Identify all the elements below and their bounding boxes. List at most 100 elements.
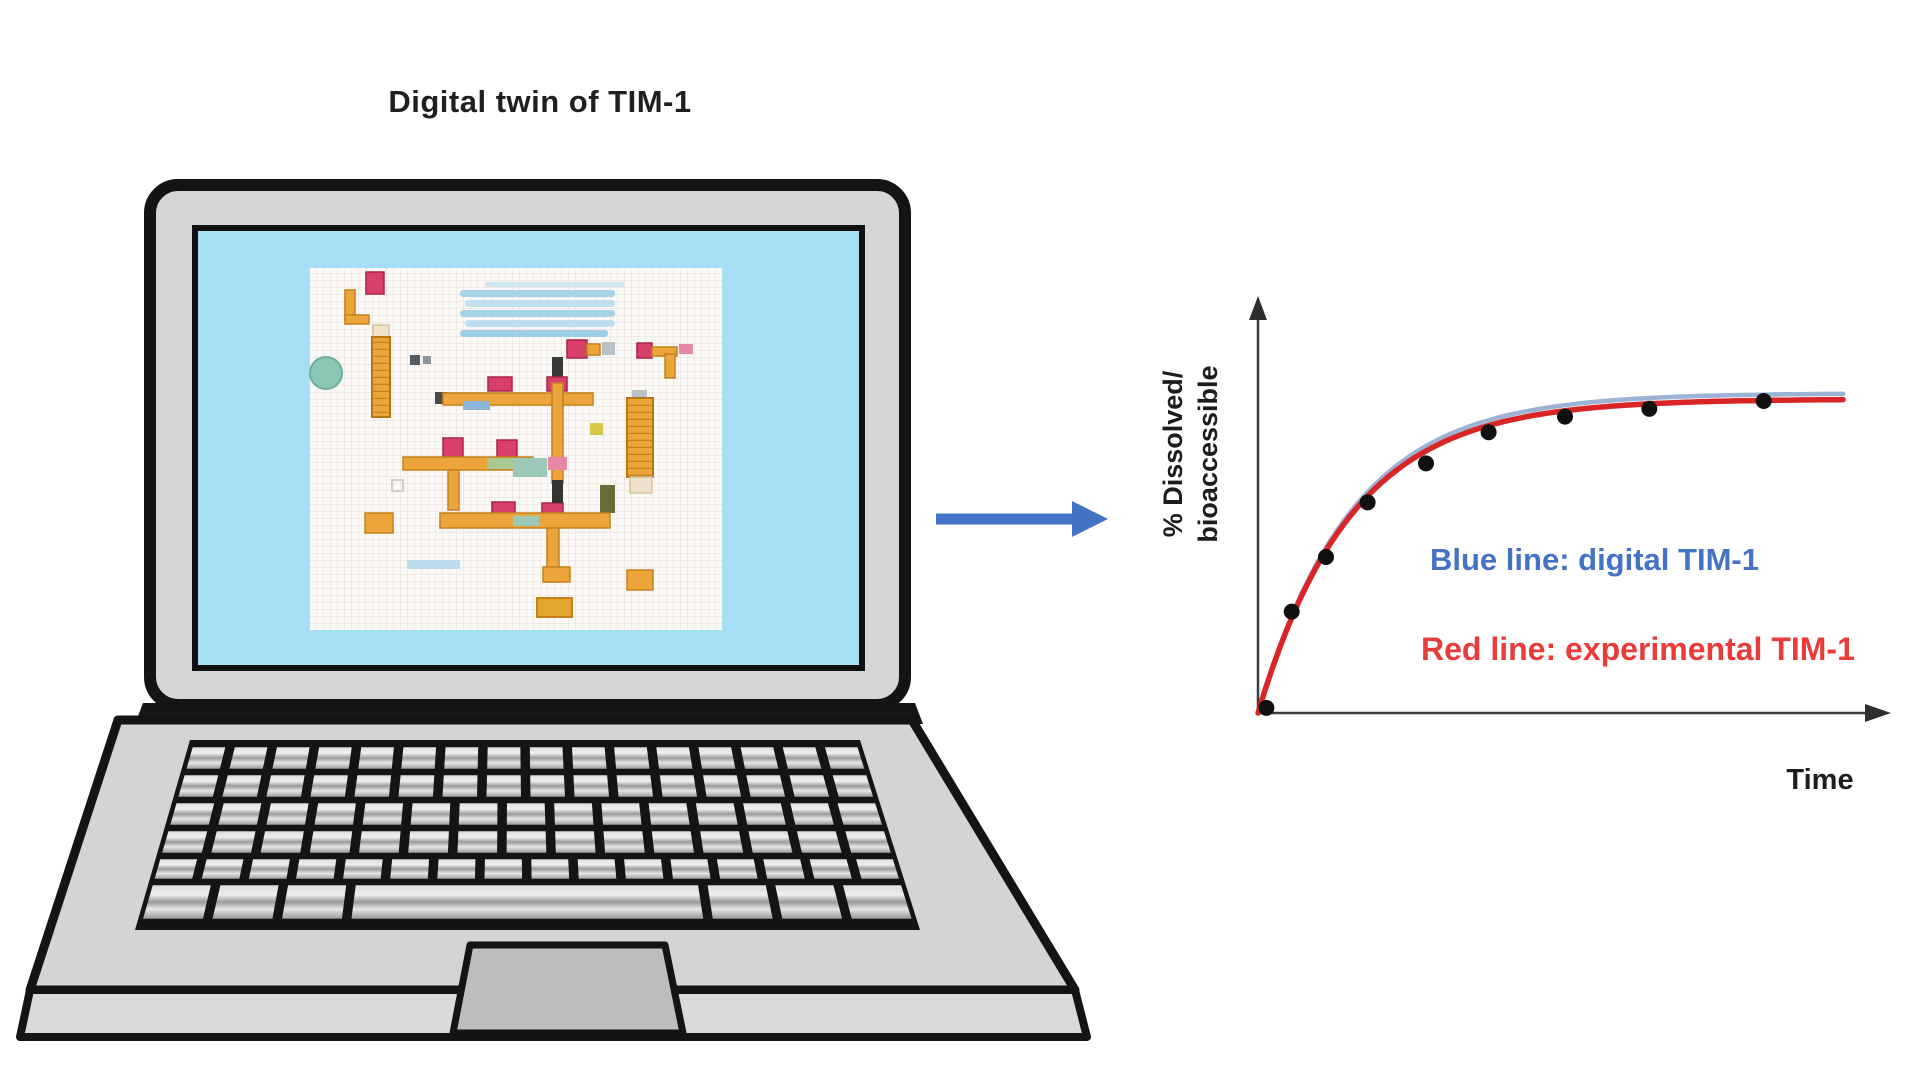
y-axis-label-line2: bioaccessible: [1193, 365, 1223, 543]
keyboard-key: [263, 800, 312, 828]
x-axis-label: Time: [1786, 764, 1854, 796]
data-points: [1258, 393, 1772, 716]
keyboard-key: [139, 882, 214, 922]
keyboard-key: [504, 828, 549, 856]
keyboard-key: [760, 856, 808, 882]
keyboard-key: [852, 856, 903, 882]
keyboard-key: [713, 856, 761, 882]
keyboard-key: [355, 744, 397, 772]
keyboard-key: [575, 856, 620, 882]
sensor-icon: [410, 355, 420, 365]
keyboard-key: [745, 828, 796, 856]
keyboard-key: [793, 828, 845, 856]
teal-vessel-icon: [309, 356, 343, 390]
keyboard-key: [351, 772, 394, 800]
keyboard-key: [209, 882, 282, 922]
keyboard-key: [306, 828, 356, 856]
keyboard-key: [697, 828, 747, 856]
keyboard-key: [278, 882, 350, 922]
keyboard-key: [183, 744, 229, 772]
legend-digital-tim1: Blue line: digital TIM-1: [1430, 542, 1759, 577]
keyboard-key: [600, 828, 648, 856]
laptop-illustration: [16, 179, 1091, 1041]
data-point: [1418, 455, 1434, 472]
keyboard-key: [219, 772, 265, 800]
keyboard-key: [356, 828, 404, 856]
data-point: [1318, 549, 1334, 565]
keyboard-key: [621, 856, 667, 882]
y-axis-label-line1: % Dissolved/: [1158, 370, 1188, 538]
keyboard-key: [312, 744, 355, 772]
keyboard-key: [348, 882, 707, 922]
curves: [1255, 391, 1846, 716]
keyboard-key: [481, 856, 525, 882]
figure-title: Digital twin of TIM-1: [388, 84, 692, 119]
tim1-schematic: [309, 268, 722, 630]
keyboard-key: [700, 772, 745, 800]
keyboard-key: [454, 828, 500, 856]
keyboard-key: [441, 744, 481, 772]
keyboard-key: [307, 772, 351, 800]
sensor-icon: [423, 356, 431, 364]
x-axis-arrowhead-icon: [1865, 704, 1891, 722]
keyboard-key: [743, 772, 789, 800]
keyboard-key: [552, 828, 599, 856]
keyboard-key: [269, 744, 313, 772]
keyboard-key: [456, 800, 500, 828]
keyboard-key: [611, 744, 653, 772]
right-column-assembly: [590, 390, 654, 494]
keyboard-key: [649, 828, 697, 856]
keyboard-key: [667, 856, 714, 882]
keyboard-key: [787, 800, 838, 828]
y-axis-arrowhead-icon: [1249, 296, 1267, 320]
bottom-piping: [364, 480, 654, 618]
keyboard-key: [434, 856, 478, 882]
keyboard-key: [407, 800, 453, 828]
keyboard-key: [841, 828, 895, 856]
keyboard-key: [257, 828, 307, 856]
keyboard-key: [704, 882, 776, 922]
keyboard-key: [570, 772, 612, 800]
legend-experimental-tim1: Red line: experimental TIM-1: [1421, 631, 1855, 667]
trackpad: [449, 941, 687, 1037]
top-right-valve-cluster: [552, 339, 693, 383]
data-point: [1641, 400, 1658, 417]
blue-coil-icon: [460, 282, 625, 337]
keyboard-key: [398, 744, 439, 772]
curve-experimental-TIM-1: [1255, 396, 1846, 716]
keyboard-key: [292, 856, 340, 882]
keyboard-key: [263, 772, 308, 800]
mid-manifold: [435, 376, 594, 484]
keyboard-key: [166, 800, 218, 828]
keyboard-key: [395, 772, 437, 800]
keyboard-key: [786, 772, 833, 800]
keyboard-key: [311, 800, 359, 828]
keyboard-key: [527, 744, 567, 772]
keyboard-key: [806, 856, 856, 882]
keyboard-key: [569, 744, 610, 772]
keyboard-key: [359, 800, 406, 828]
keyboard-key: [772, 882, 846, 922]
keyboard-key: [821, 744, 868, 772]
keyboard-key: [245, 856, 293, 882]
keyboard-key: [175, 772, 222, 800]
keyboard-key: [695, 744, 739, 772]
keyboard-key: [215, 800, 265, 828]
keyboard-key: [779, 744, 825, 772]
keyboard-key: [198, 856, 247, 882]
keyboard-key: [151, 856, 201, 882]
keyboard-key: [484, 744, 524, 772]
keyboard-key: [158, 828, 211, 856]
keyboard-key: [483, 772, 524, 800]
data-point: [1359, 494, 1376, 511]
keyboard-key: [834, 800, 886, 828]
y-axis-label: % Dissolved/ bioaccessible: [1156, 304, 1236, 604]
data-point: [1755, 393, 1772, 409]
keyboard-key: [613, 772, 656, 800]
keyboard-key: [839, 882, 916, 922]
keyboard-key: [645, 800, 693, 828]
dissolution-chart: [1249, 296, 1891, 722]
keyboard-key: [208, 828, 259, 856]
keyboard-key: [737, 744, 782, 772]
